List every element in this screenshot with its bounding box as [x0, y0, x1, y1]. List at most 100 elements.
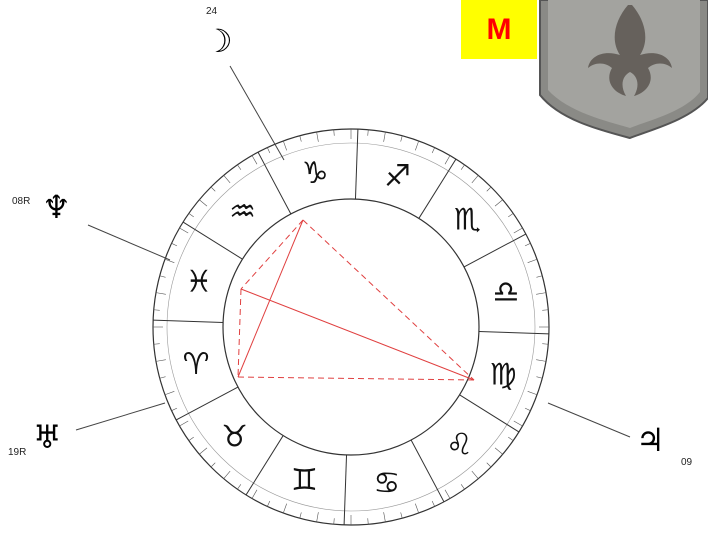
- degree-tick: [334, 518, 335, 524]
- degree-tick: [528, 391, 537, 394]
- degree-tick: [165, 391, 174, 394]
- scorpio-sign-icon: ♏: [454, 203, 481, 238]
- moon-icon: ☽: [204, 22, 233, 60]
- uranus-icon: ♅: [33, 418, 62, 456]
- planet-pointer-line: [230, 66, 284, 160]
- jupiter-icon: ♃: [636, 421, 665, 459]
- degree-tick: [189, 213, 194, 216]
- planet-pointer-line: [76, 403, 165, 430]
- degree-tick: [189, 437, 194, 440]
- degree-tick: [267, 148, 270, 153]
- degree-tick: [536, 293, 546, 295]
- gemini-sign-icon: ♊: [291, 463, 318, 498]
- degree-tick: [172, 408, 177, 411]
- degree-tick: [536, 360, 546, 362]
- degree-tick: [384, 512, 386, 522]
- degree-tick: [300, 136, 302, 142]
- degree-tick: [461, 484, 464, 489]
- sign-divider: [419, 159, 456, 218]
- sign-divider: [246, 436, 283, 495]
- virgo-sign-icon: ♍: [490, 357, 517, 392]
- planet-pointer-line: [548, 403, 630, 437]
- degree-tick: [211, 463, 215, 467]
- degree-tick: [180, 421, 189, 426]
- degree-tick: [267, 501, 270, 506]
- degree-tick: [156, 360, 166, 362]
- degree-tick: [432, 148, 435, 153]
- jupiter-degree-label: 09: [681, 457, 692, 468]
- degree-tick: [461, 165, 464, 170]
- degree-tick: [368, 130, 369, 136]
- sign-divider: [479, 331, 549, 333]
- degree-tick: [401, 512, 403, 518]
- degree-tick: [237, 165, 240, 170]
- degree-tick: [495, 448, 503, 454]
- degree-tick: [368, 518, 369, 524]
- degree-tick: [542, 310, 548, 311]
- degree-tick: [199, 200, 207, 206]
- planet-pointer-line: [88, 225, 170, 260]
- degree-tick: [237, 484, 240, 489]
- neptune-icon: ♆: [42, 188, 71, 226]
- degree-tick: [472, 175, 478, 183]
- degree-tick: [224, 471, 230, 479]
- sign-divider: [176, 387, 238, 420]
- aries-sign-icon: ♈: [183, 347, 210, 382]
- degree-tick: [384, 132, 386, 142]
- degree-tick: [252, 156, 257, 165]
- degree-tick: [415, 141, 418, 150]
- degree-tick: [283, 141, 286, 150]
- sign-divider: [464, 234, 526, 267]
- uranus-degree-label: 19R: [8, 447, 26, 458]
- sign-divider: [153, 320, 223, 322]
- pisces-sign-icon: ♓: [185, 265, 212, 300]
- degree-tick: [156, 293, 166, 295]
- degree-tick: [154, 310, 160, 311]
- degree-tick: [514, 228, 523, 233]
- degree-tick: [401, 136, 403, 142]
- degree-tick: [528, 259, 537, 262]
- degree-tick: [415, 504, 418, 513]
- degree-tick: [536, 276, 542, 278]
- cancer-sign-icon: ♋: [373, 466, 400, 501]
- m-badge-letter: M: [487, 13, 512, 47]
- aquarius-sign-icon: ♒: [229, 195, 256, 230]
- degree-tick: [472, 471, 478, 479]
- libra-sign-icon: ♎: [492, 275, 519, 310]
- degree-tick: [199, 448, 207, 454]
- degree-tick: [514, 421, 523, 426]
- degree-tick: [508, 213, 513, 216]
- crest-shield-icon: [540, 0, 708, 138]
- degree-tick: [445, 490, 450, 499]
- degree-tick: [180, 228, 189, 233]
- sagittarius-sign-icon: ♐: [384, 159, 411, 194]
- degree-tick: [495, 200, 503, 206]
- degree-tick: [536, 377, 542, 379]
- degree-tick: [283, 504, 286, 513]
- degree-tick: [525, 408, 530, 411]
- degree-tick: [317, 132, 319, 142]
- capricorn-sign-icon: ♑: [302, 156, 329, 191]
- degree-tick: [160, 276, 166, 278]
- degree-tick: [300, 512, 302, 518]
- degree-tick: [508, 437, 513, 440]
- sign-divider: [344, 455, 346, 525]
- degree-tick: [252, 490, 257, 499]
- neptune-degree-label: 08R: [12, 196, 30, 207]
- degree-tick: [445, 156, 450, 165]
- degree-tick: [432, 501, 435, 506]
- sign-divider: [355, 129, 357, 199]
- degree-tick: [160, 377, 166, 379]
- zodiac-wheel: [153, 129, 549, 525]
- degree-tick: [525, 243, 530, 246]
- degree-tick: [172, 243, 177, 246]
- degree-tick: [487, 187, 491, 191]
- degree-tick: [317, 512, 319, 522]
- m-badge: M: [461, 0, 537, 59]
- sign-divider: [411, 440, 444, 502]
- degree-tick: [154, 344, 160, 345]
- degree-tick: [334, 130, 335, 136]
- taurus-sign-icon: ♉: [221, 419, 248, 454]
- moon-degree-label: 24: [206, 6, 217, 17]
